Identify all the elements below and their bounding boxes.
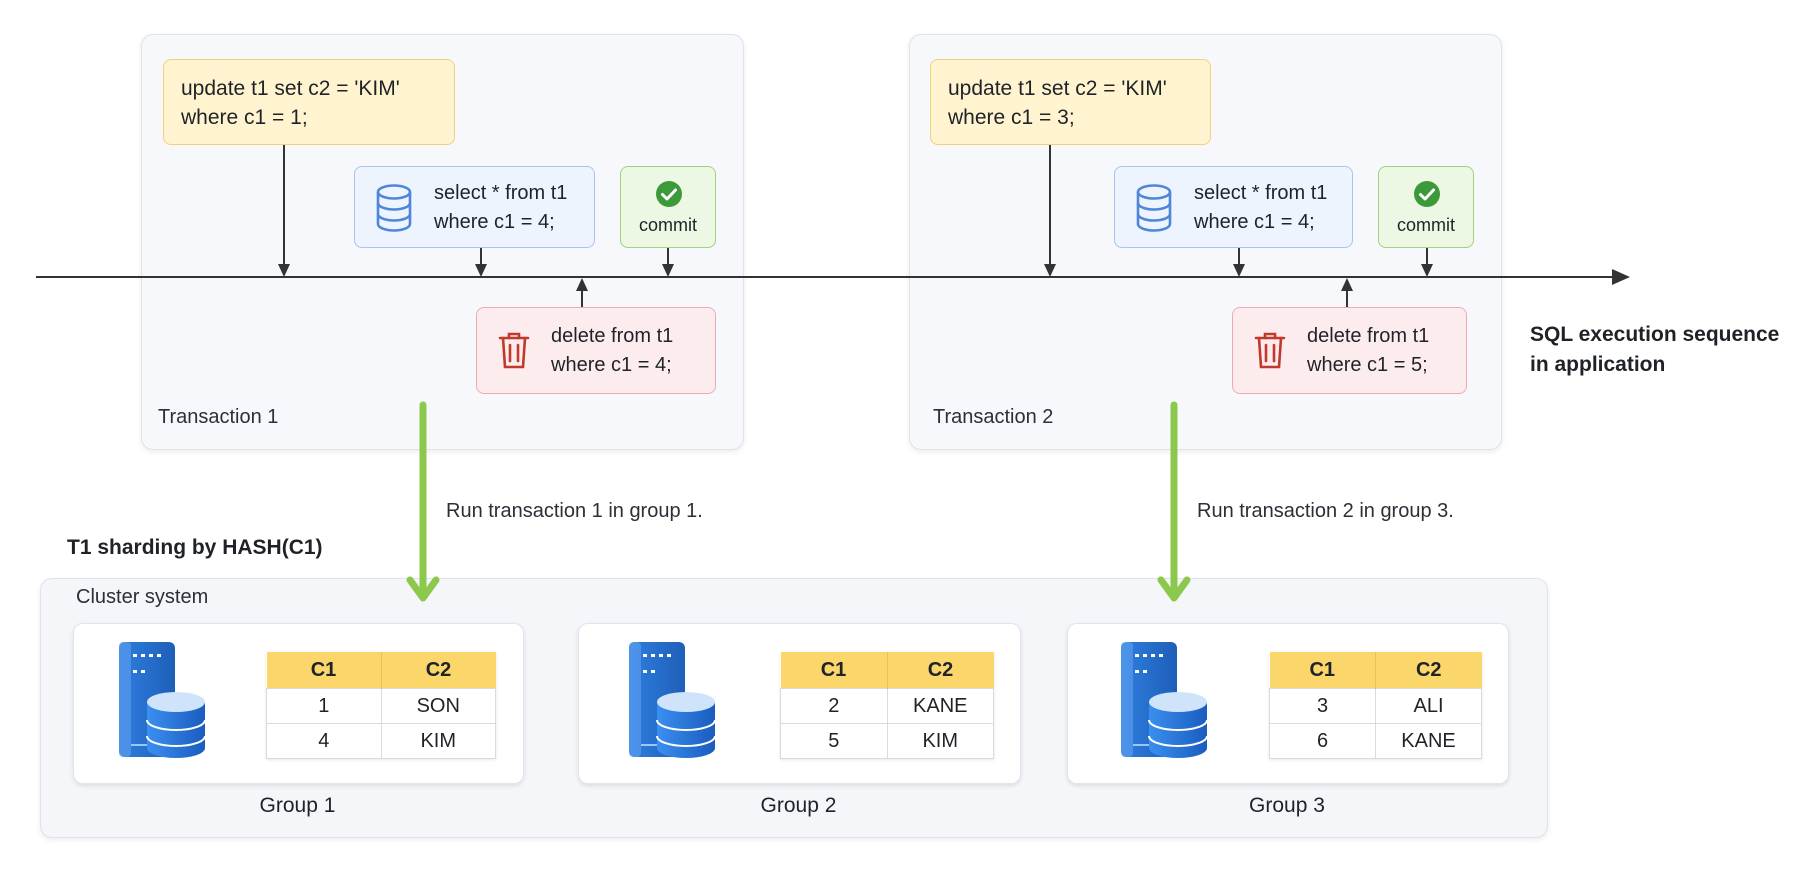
sql-line: where c1 = 1; <box>181 106 308 129</box>
table-header: C2 <box>381 652 496 689</box>
group-2-table: C1 C2 2 KANE 5 KIM <box>780 652 994 759</box>
table-header-row: C1 C2 <box>266 652 496 689</box>
table-row: 3 ALI <box>1269 688 1482 724</box>
table-header: C1 <box>266 652 382 689</box>
table-cell: 2 <box>780 688 888 724</box>
group-3-table: C1 C2 3 ALI 6 KANE <box>1269 652 1482 759</box>
sql-line: delete from t1 <box>551 325 674 347</box>
sql-line: where c1 = 3; <box>948 106 1075 129</box>
commit-label: commit <box>639 215 697 235</box>
sql-line: delete from t1 <box>1307 325 1430 347</box>
timeline-label: SQL execution sequence in application <box>1530 320 1779 380</box>
sql-line: where c1 = 4; <box>551 354 672 376</box>
trash-icon <box>498 332 530 369</box>
table-row: 4 KIM <box>266 723 496 759</box>
table-cell: SON <box>380 688 496 724</box>
timeline-label-line: SQL execution sequence <box>1530 323 1780 346</box>
sql-line: where c1 = 5; <box>1307 354 1428 376</box>
transaction-1-label: Transaction 1 <box>158 406 279 428</box>
table-header-row: C1 C2 <box>1269 652 1482 689</box>
table-cell: KIM <box>886 723 994 759</box>
update-statement-box-2: update t1 set c2 = 'KIM' where c1 = 3; <box>930 59 1211 145</box>
timeline-label-line: in application <box>1530 353 1666 376</box>
check-circle-icon <box>656 181 682 207</box>
select-statement-box-1: select * from t1 where c1 = 4; <box>354 166 595 248</box>
commit-box-2: commit <box>1378 166 1474 248</box>
table-row: 6 KANE <box>1269 723 1482 759</box>
sql-line: select * from t1 <box>434 182 568 204</box>
select-statement-box-2: select * from t1 where c1 = 4; <box>1114 166 1353 248</box>
sql-line: where c1 = 4; <box>434 211 555 233</box>
server-icon <box>629 642 716 758</box>
table-row: 1 SON <box>266 688 496 724</box>
update-statement-box-1: update t1 set c2 = 'KIM' where c1 = 1; <box>163 59 455 145</box>
table-cell: 1 <box>266 688 382 724</box>
cluster-label: Cluster system <box>76 586 209 608</box>
table-cell: 5 <box>780 723 888 759</box>
table-header: C2 <box>1375 652 1482 689</box>
group-1-label: Group 1 <box>259 794 336 817</box>
sql-line: select * from t1 <box>1194 182 1328 204</box>
sharding-title: T1 sharding by HASH(C1) <box>67 536 323 559</box>
server-icon <box>119 642 206 758</box>
table-row: 2 KANE <box>780 688 994 724</box>
delete-statement-box-2: delete from t1 where c1 = 5; <box>1232 307 1467 394</box>
table-cell: 4 <box>266 723 382 759</box>
group-3-label: Group 3 <box>1249 794 1325 817</box>
sql-line: update t1 set c2 = 'KIM' <box>181 77 400 100</box>
table-header-row: C1 C2 <box>780 652 994 689</box>
run-note-2: Run transaction 2 in group 3. <box>1197 500 1454 522</box>
server-icon <box>1121 642 1208 758</box>
trash-icon <box>1254 332 1286 369</box>
commit-box-1: commit <box>620 166 716 248</box>
table-cell: 6 <box>1269 723 1376 759</box>
table-header: C1 <box>1269 652 1376 689</box>
table-header: C2 <box>887 652 994 689</box>
delete-statement-box-1: delete from t1 where c1 = 4; <box>476 307 716 394</box>
table-cell: 3 <box>1269 688 1376 724</box>
group-1-table: C1 C2 1 SON 4 KIM <box>266 652 496 759</box>
table-cell: KANE <box>1375 723 1482 759</box>
table-cell: KANE <box>886 688 994 724</box>
check-circle-icon <box>1414 181 1440 207</box>
commit-label: commit <box>1397 215 1455 235</box>
run-note-1: Run transaction 1 in group 1. <box>446 500 703 522</box>
table-cell: KIM <box>380 723 496 759</box>
sql-line: update t1 set c2 = 'KIM' <box>948 77 1167 100</box>
group-2-label: Group 2 <box>760 794 837 817</box>
transaction-2-label: Transaction 2 <box>933 406 1054 428</box>
table-row: 5 KIM <box>780 723 994 759</box>
database-icon <box>376 184 412 232</box>
sql-line: where c1 = 4; <box>1194 211 1315 233</box>
table-cell: ALI <box>1375 688 1482 724</box>
database-icon <box>1136 184 1172 232</box>
table-header: C1 <box>780 652 888 689</box>
